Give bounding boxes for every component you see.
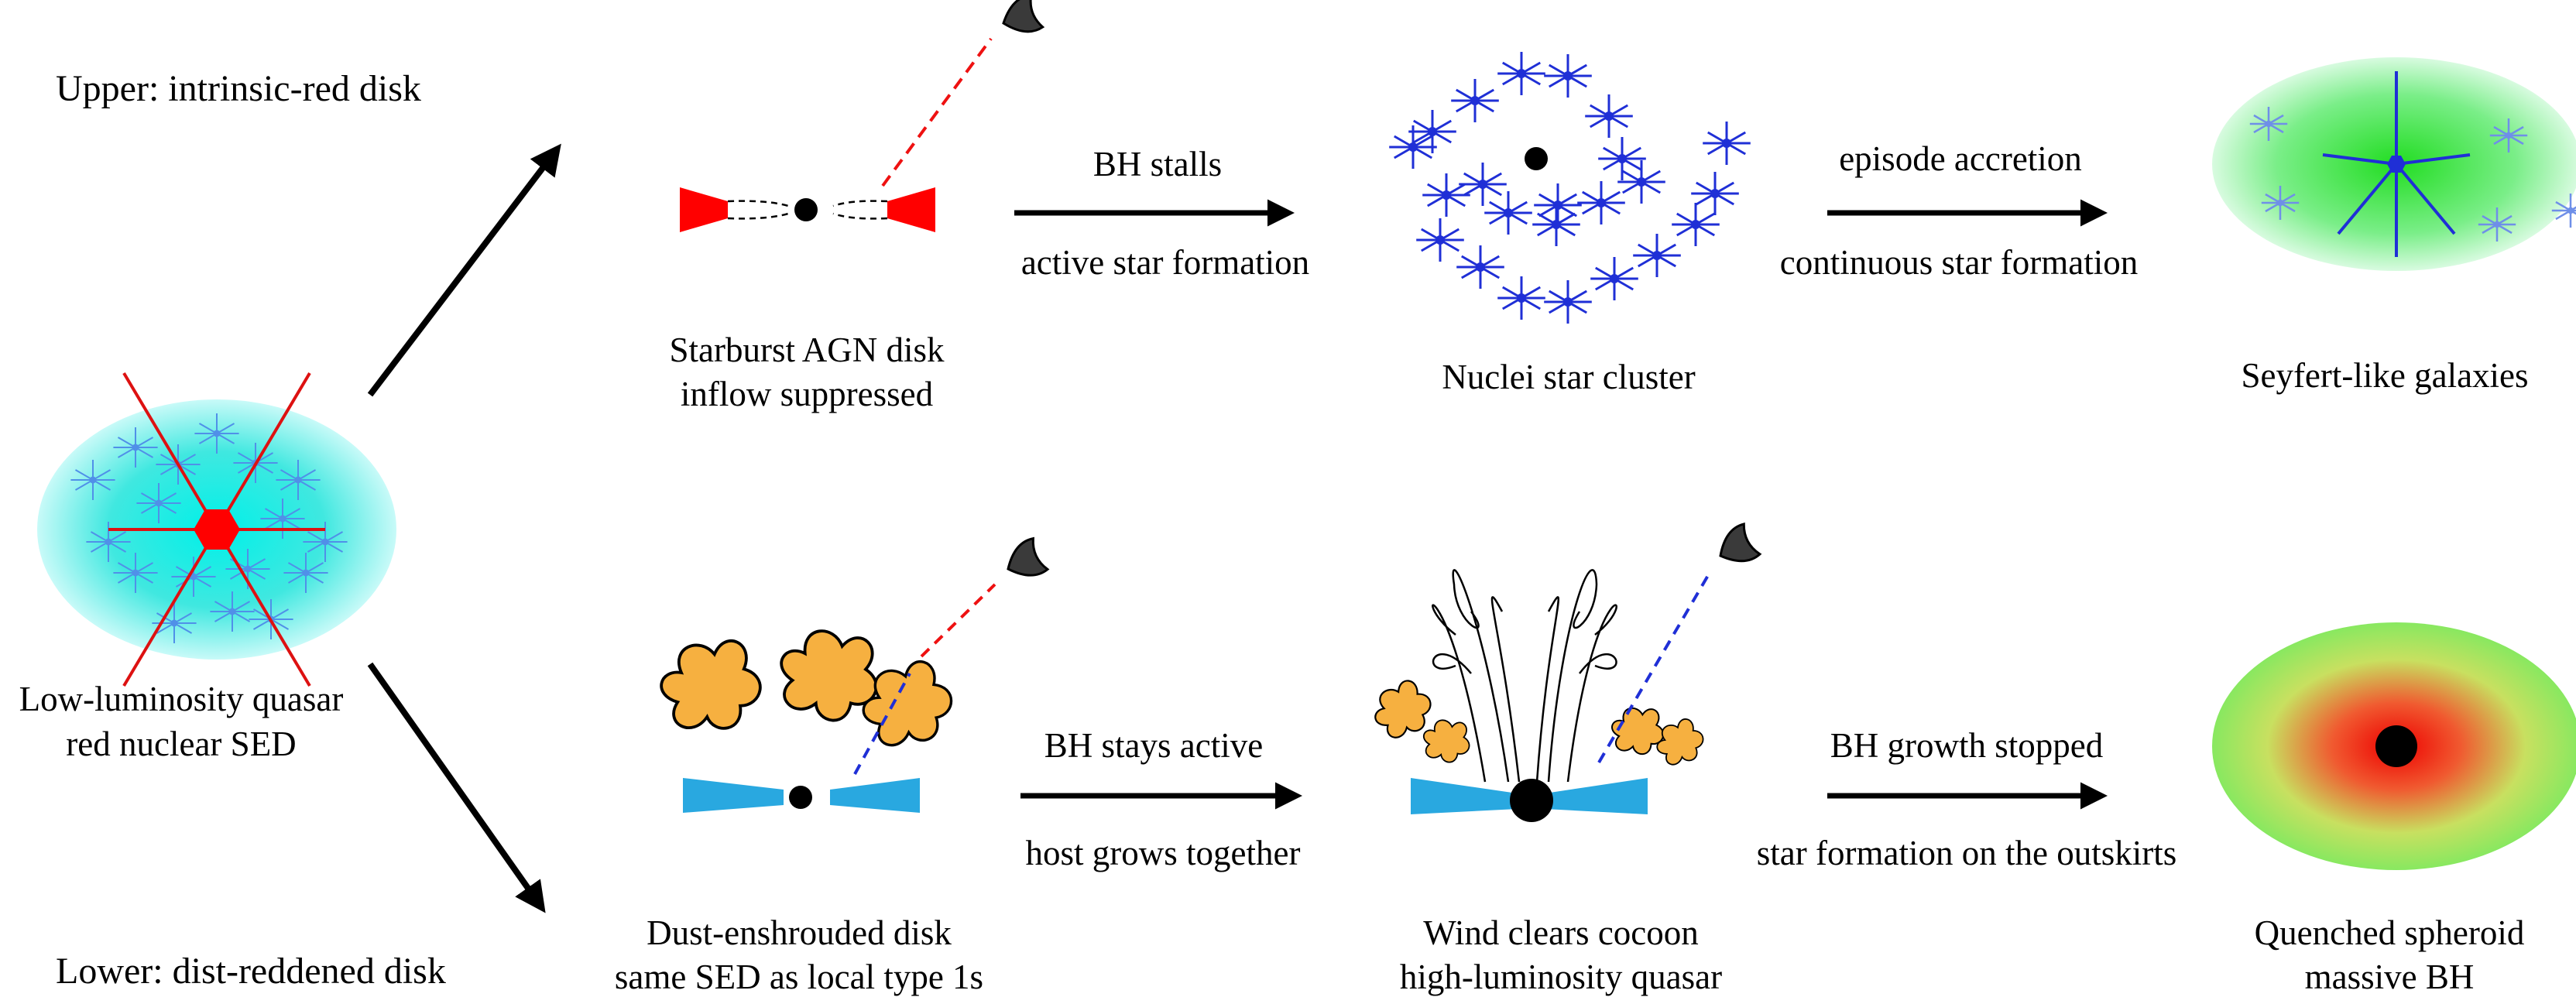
star-glyph xyxy=(225,549,270,589)
lower-stage1-line1: Dust-enshrouded disk xyxy=(647,913,952,952)
star-glyph xyxy=(2249,107,2288,141)
lower-stage3-line2: massive BH xyxy=(2304,958,2475,996)
upper-stage1-line1: Starburst AGN disk xyxy=(669,331,945,369)
star-glyph xyxy=(210,591,255,632)
star-glyph xyxy=(1703,122,1751,165)
upper-stage2-line1: Nuclei star cluster xyxy=(1442,358,1696,396)
upper-arrow1-bottom: active star formation xyxy=(1020,243,1310,282)
star-glyph xyxy=(1532,203,1580,246)
star-glyph xyxy=(1672,203,1720,246)
star-glyph xyxy=(1497,52,1545,95)
branch-arrows xyxy=(367,143,561,913)
upper-arrow2-bottom: continuous star formation xyxy=(1779,243,2139,282)
star-glyph xyxy=(1408,110,1456,153)
star-glyph xyxy=(1451,79,1499,122)
star-glyph xyxy=(1389,125,1437,169)
star-glyph xyxy=(1577,181,1625,224)
star-glyph xyxy=(1544,54,1592,98)
star-glyph xyxy=(1497,276,1545,320)
upper-stage1-line2: inflow suppressed xyxy=(680,375,934,413)
red-core-hexagon xyxy=(194,509,240,550)
star-glyph xyxy=(1422,173,1470,217)
star-glyph xyxy=(1459,163,1507,206)
lower-stage2-line1: Wind clears cocoon xyxy=(1423,913,1699,952)
upper-arrow2-top: episode accretion xyxy=(1839,139,2082,178)
star-glyph xyxy=(1484,191,1532,235)
star-glyph xyxy=(1534,183,1582,227)
star-glyph xyxy=(1456,245,1504,289)
lower-branch-title: Lower: dist-reddened disk xyxy=(56,951,446,992)
transition-arrows xyxy=(1014,199,2108,810)
star-glyph xyxy=(260,499,305,539)
lower-stage2-wind xyxy=(1366,522,1761,822)
star-glyph xyxy=(136,483,181,523)
start-label-line1: Low-luminosity quasar xyxy=(19,680,344,718)
star-glyph xyxy=(1590,257,1638,300)
lower-stage1-line2: same SED as local type 1s xyxy=(614,958,984,996)
star-glyph xyxy=(2551,194,2576,228)
lower-arrow2-bottom: star formation on the outskirts xyxy=(1756,834,2177,872)
star-glyph xyxy=(113,553,158,593)
lower-arrow1-bottom: host grows together xyxy=(1025,834,1301,872)
upper-stage2-star-cluster xyxy=(1389,52,1751,324)
start-galaxy xyxy=(37,372,396,687)
lower-stage3-line1: Quenched spheroid xyxy=(2254,913,2525,952)
star-glyph xyxy=(2478,207,2516,242)
star-glyph xyxy=(1585,94,1633,138)
upper-branch-arrow xyxy=(367,143,561,397)
lower-stage1-dusty-disk xyxy=(660,536,1049,813)
star-glyph xyxy=(2261,186,2300,220)
star-glyph xyxy=(303,522,348,562)
upper-stage3-line1: Seyfert-like galaxies xyxy=(2241,356,2529,395)
upper-branch-title: Upper: intrinsic-red disk xyxy=(56,68,421,109)
lower-stage2-line2: high-luminosity quasar xyxy=(1399,958,1723,996)
star-glyph xyxy=(276,460,321,500)
lower-stage3-quenched-spheroid xyxy=(2212,622,2576,870)
star-glyph xyxy=(2489,118,2528,152)
lower-arrow2-top: BH growth stopped xyxy=(1830,726,2104,765)
star-glyph xyxy=(1544,280,1592,324)
star-glyph xyxy=(1691,172,1739,215)
upper-stage1-disk xyxy=(680,0,1044,232)
star-glyph xyxy=(1416,218,1464,262)
upper-arrow1-top: BH stalls xyxy=(1092,145,1223,183)
star-glyph xyxy=(1633,234,1681,277)
star-glyph xyxy=(70,460,115,500)
star-glyph xyxy=(152,603,197,643)
star-glyph xyxy=(1598,137,1646,180)
star-glyph xyxy=(1617,160,1665,204)
star-glyph xyxy=(283,553,328,593)
star-glyph xyxy=(194,413,239,454)
star-glyph xyxy=(171,557,216,597)
upper-stage3-seyfert-galaxy xyxy=(2212,57,2576,271)
lower-arrow1-top: BH stays active xyxy=(1044,726,1264,765)
star-glyph xyxy=(113,427,158,468)
lower-branch-arrow xyxy=(367,662,546,913)
start-label-line2: red nuclear SED xyxy=(66,725,297,763)
